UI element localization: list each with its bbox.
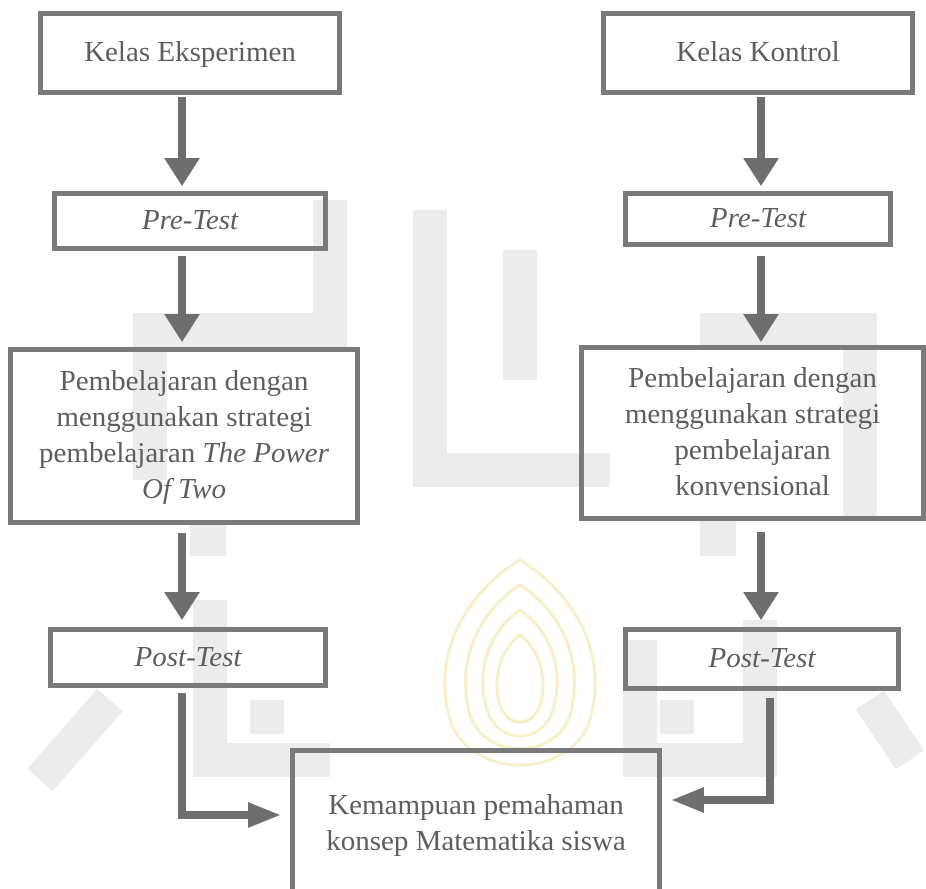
node-left-posttest-label: Post-Test bbox=[134, 640, 242, 673]
node-left-treatment-italic: The Power Of Two bbox=[141, 437, 329, 505]
arrow-left-posttest-to-result bbox=[178, 693, 250, 819]
arrow-right-posttest-to-result bbox=[702, 698, 774, 804]
node-left-pretest-label: Pre-Test bbox=[141, 204, 239, 237]
node-kelas-eksperimen-label: Kelas Eksperimen bbox=[84, 36, 296, 69]
node-right-posttest-label: Post-Test bbox=[708, 642, 816, 675]
node-right-pretest-label: Pre-Test bbox=[709, 202, 807, 235]
node-result: Kemampuan pemahaman konsep Matematika si… bbox=[290, 748, 662, 889]
node-left-pretest: Pre-Test bbox=[52, 191, 328, 251]
node-right-pretest: Pre-Test bbox=[623, 191, 893, 247]
node-kelas-eksperimen: Kelas Eksperimen bbox=[38, 11, 342, 95]
node-kelas-kontrol: Kelas Kontrol bbox=[601, 11, 915, 95]
node-left-treatment-text: Pembelajaran dengan menggunakan strategi… bbox=[39, 365, 312, 469]
node-result-label: Kemampuan pemahaman konsep Matematika si… bbox=[326, 789, 626, 857]
node-left-treatment-label: Pembelajaran dengan menggunakan strategi… bbox=[27, 364, 341, 508]
node-right-treatment-label: Pembelajaran dengan menggunakan strategi… bbox=[624, 362, 881, 502]
node-right-treatment: Pembelajaran dengan menggunakan strategi… bbox=[579, 345, 926, 521]
node-kelas-kontrol-label: Kelas Kontrol bbox=[676, 36, 840, 69]
node-left-posttest: Post-Test bbox=[48, 627, 328, 688]
node-left-treatment: Pembelajaran dengan menggunakan strategi… bbox=[8, 347, 360, 525]
node-right-posttest: Post-Test bbox=[623, 627, 901, 691]
